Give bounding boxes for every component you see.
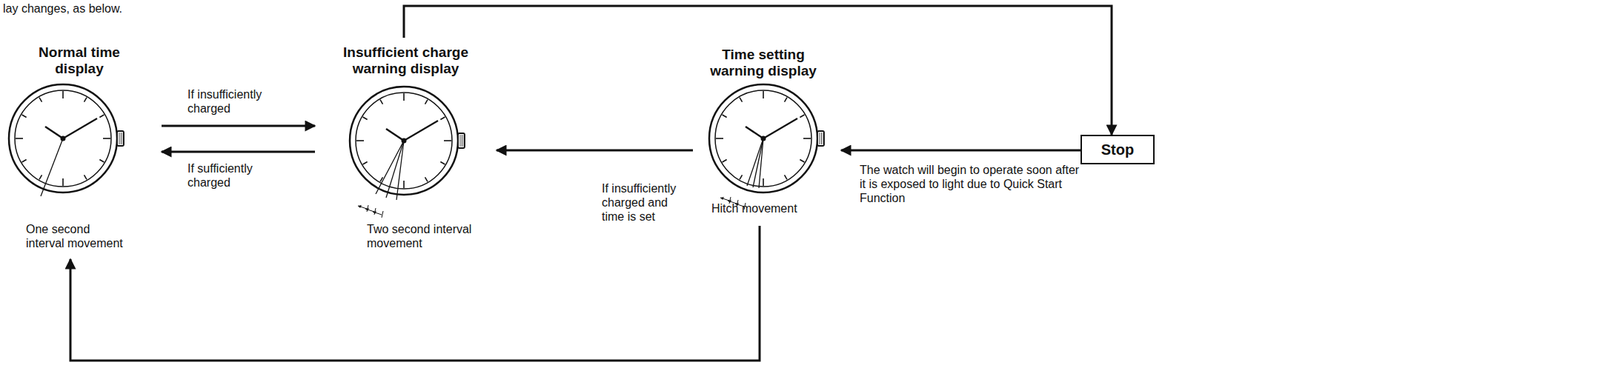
- motion-tick: [381, 211, 384, 218]
- hour-tick: [22, 114, 27, 118]
- watch-case: [349, 86, 458, 195]
- watch-state: Normal time displayOne second interval m…: [7, 40, 152, 256]
- second-hand: [40, 138, 63, 197]
- hour-tick: [722, 114, 728, 118]
- hour-tick: [440, 162, 445, 166]
- hour-tick: [356, 140, 364, 142]
- second-hand: [752, 138, 764, 188]
- motion-arrowhead: [357, 205, 362, 209]
- hour-tick: [715, 137, 724, 140]
- hand-pivot: [60, 136, 66, 142]
- transition-label: The watch will begin to operate soon aft…: [859, 163, 1082, 206]
- watch-crown: [817, 131, 825, 146]
- motion-mark: [365, 208, 375, 212]
- hour-tick: [39, 97, 43, 103]
- hour-tick: [15, 137, 23, 140]
- watch-state: Time setting warning displayHitch moveme…: [696, 42, 838, 225]
- motion-arrowhead: [720, 197, 725, 201]
- hour-tick: [380, 100, 384, 105]
- transition-label: If insufficiently charged: [187, 87, 283, 116]
- transition-arrow: [496, 149, 693, 152]
- watch-dial: [355, 92, 453, 189]
- state-box: Stop: [1080, 134, 1155, 165]
- watch-crown: [117, 131, 124, 146]
- hour-tick: [739, 97, 743, 103]
- watch-dial: [14, 90, 112, 187]
- crown-knurl: [821, 132, 822, 145]
- crown-knurl: [463, 134, 465, 147]
- hour-tick: [84, 174, 88, 180]
- transition-arrow: [161, 125, 315, 128]
- hour-tick: [39, 174, 43, 180]
- motion-mark: [372, 211, 382, 215]
- minute-hand: [763, 118, 798, 139]
- hour-tick: [99, 114, 104, 118]
- hour-tick: [803, 137, 811, 140]
- hour-tick: [784, 97, 788, 103]
- crown-knurl: [123, 132, 124, 145]
- state-title: Time setting warning display: [696, 46, 831, 80]
- hour-tick: [440, 117, 445, 121]
- watch-case: [709, 84, 818, 193]
- hour-tick: [722, 160, 728, 164]
- hour-tick: [762, 178, 765, 187]
- crown-knurl: [119, 132, 121, 145]
- hour-tick: [103, 137, 111, 140]
- second-hand: [386, 140, 404, 198]
- watch-crown: [457, 133, 465, 149]
- hour-hand: [45, 126, 63, 139]
- hour-tick: [403, 180, 405, 189]
- hour-tick: [99, 160, 104, 164]
- movement-caption: One second interval movement: [25, 222, 130, 251]
- movement-caption: Two second interval movement: [366, 222, 478, 251]
- transition-label: If sufficiently charged: [187, 161, 283, 190]
- second-hand: [758, 138, 764, 189]
- state-title: Normal time display: [16, 44, 143, 78]
- transition-arrow: [403, 5, 1112, 135]
- hand-pivot: [761, 136, 767, 142]
- hour-tick: [784, 174, 788, 180]
- hour-tick: [84, 97, 88, 103]
- transition-arrow: [841, 149, 1081, 152]
- hour-tick: [22, 160, 27, 164]
- hour-tick: [403, 93, 405, 101]
- movement-caption: Hitch movement: [711, 201, 823, 216]
- hour-tick: [762, 91, 765, 99]
- state-label: Stop: [1101, 141, 1134, 158]
- motion-mark: [720, 197, 730, 201]
- hour-tick: [443, 140, 452, 142]
- second-hand: [396, 140, 404, 201]
- hour-tick: [739, 174, 743, 180]
- hour-tick: [799, 160, 805, 164]
- crown-knurl: [819, 132, 821, 145]
- hour-tick: [363, 117, 368, 121]
- motion-mark: [357, 206, 367, 209]
- hour-hand: [386, 128, 404, 141]
- transition-label: If insufficiently charged and time is se…: [601, 181, 690, 224]
- crown-knurl: [461, 134, 463, 147]
- watch-dial: [715, 90, 812, 187]
- hour-tick: [62, 91, 64, 99]
- crown-knurl: [120, 132, 122, 145]
- minute-hand: [62, 118, 98, 139]
- crown-knurl: [823, 132, 825, 145]
- minute-hand: [403, 120, 438, 141]
- hour-tick: [425, 177, 429, 182]
- hour-tick: [363, 162, 368, 166]
- hour-hand: [745, 126, 764, 139]
- crown-knurl: [460, 134, 461, 147]
- hour-tick: [62, 178, 64, 187]
- note-text: lay changes, as below.: [2, 1, 196, 16]
- motion-arrowhead: [372, 211, 377, 215]
- motion-arrowhead: [365, 208, 370, 212]
- transition-arrow: [161, 151, 315, 154]
- watch-case: [8, 84, 118, 193]
- watch-state: Insufficient charge warning displayTwo s…: [318, 40, 493, 256]
- hour-tick: [799, 114, 805, 118]
- hour-tick: [425, 100, 429, 105]
- state-title: Insufficient charge warning display: [318, 44, 493, 78]
- hand-pivot: [401, 138, 407, 144]
